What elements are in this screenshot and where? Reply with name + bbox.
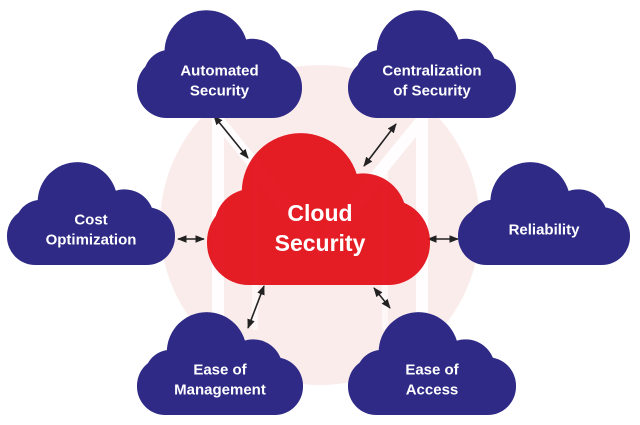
node-reliability: Reliability — [458, 162, 630, 265]
node-label: Security — [190, 83, 250, 100]
node-label: of Security — [393, 83, 471, 100]
cloud-shape — [137, 10, 302, 118]
node-label: Cost — [74, 211, 107, 228]
bidirectional-arrow — [213, 115, 249, 159]
cloud-shape — [7, 162, 175, 265]
node-ease-of-access: Ease of Access — [348, 312, 516, 415]
center-label: Security — [275, 230, 366, 256]
node-ease-of-management: Ease of Management — [137, 312, 303, 415]
bidirectional-arrow — [247, 285, 265, 329]
node-centralization-of-security: Centralization of Security — [348, 10, 516, 118]
node-label: Ease of — [405, 361, 459, 378]
cloud-shape — [348, 312, 516, 415]
node-label: Management — [174, 381, 266, 398]
node-label: Optimization — [46, 231, 137, 248]
cloud-shape — [348, 10, 516, 118]
cloud-shape — [207, 133, 430, 285]
node-label: Access — [406, 381, 459, 398]
bidirectional-arrow — [363, 123, 397, 167]
node-label: Automated — [180, 63, 258, 80]
connector-arrows — [177, 115, 459, 329]
cloud-shape — [458, 162, 630, 265]
center-label: Cloud — [287, 200, 352, 226]
cloud-shape — [137, 312, 303, 415]
bidirectional-arrow — [373, 287, 391, 309]
node-label: Ease of — [193, 361, 247, 378]
node-label: Centralization — [382, 63, 481, 80]
node-label: Reliability — [509, 221, 581, 238]
